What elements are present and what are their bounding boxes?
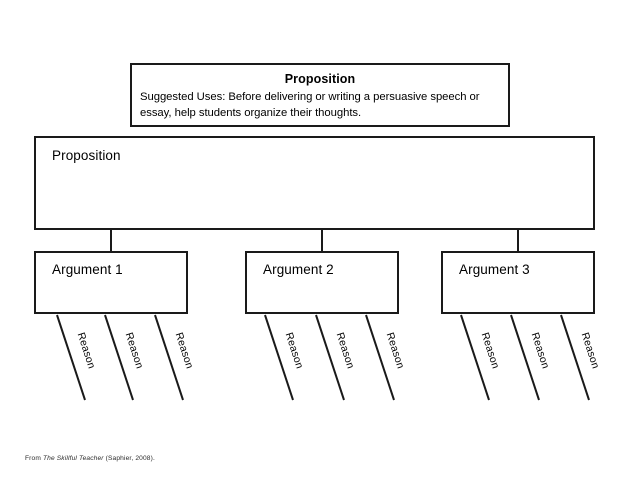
reason-label-1-3: Reason [172,331,196,371]
reason-label-3-1: Reason [478,331,502,371]
attribution-prefix: From [25,455,43,462]
reason-label-1-1: Reason [74,331,98,371]
reason-line-2-2 [315,314,345,401]
reason-label-3-3: Reason [578,331,602,371]
source-attribution: From The Skillful Teacher (Saphier, 2008… [25,454,155,463]
reason-label-3-2: Reason [528,331,552,371]
reason-label-2-1: Reason [282,331,306,371]
reason-line-1-1 [56,314,86,401]
argument-box-1[interactable]: Argument 1 [34,251,188,314]
argument-box-3[interactable]: Argument 3 [441,251,595,314]
reason-line-3-3 [560,314,590,401]
reason-label-2-3: Reason [383,331,407,371]
argument-label-2: Argument 2 [263,262,334,277]
card-body-text: Suggested Uses: Before delivering or wri… [140,91,480,119]
argument-label-1: Argument 1 [52,262,123,277]
suggested-uses-card: Proposition Suggested Uses: Before deliv… [130,63,510,127]
reason-line-3-2 [510,314,540,401]
proposition-label: Proposition [52,148,121,163]
reason-label-2-2: Reason [333,331,357,371]
reason-line-1-2 [104,314,134,401]
reason-label-1-2: Reason [122,331,146,371]
reason-line-2-3 [365,314,395,401]
reason-line-1-3 [154,314,184,401]
attribution-source-title: The Skillful Teacher [42,455,104,462]
attribution-suffix: (Saphier, 2008). [103,455,155,462]
card-title: Proposition [284,72,356,86]
proposition-box[interactable]: Proposition [34,136,595,230]
argument-label-3: Argument 3 [459,262,530,277]
argument-box-2[interactable]: Argument 2 [245,251,399,314]
reason-line-2-1 [264,314,294,401]
reason-line-3-1 [460,314,490,401]
